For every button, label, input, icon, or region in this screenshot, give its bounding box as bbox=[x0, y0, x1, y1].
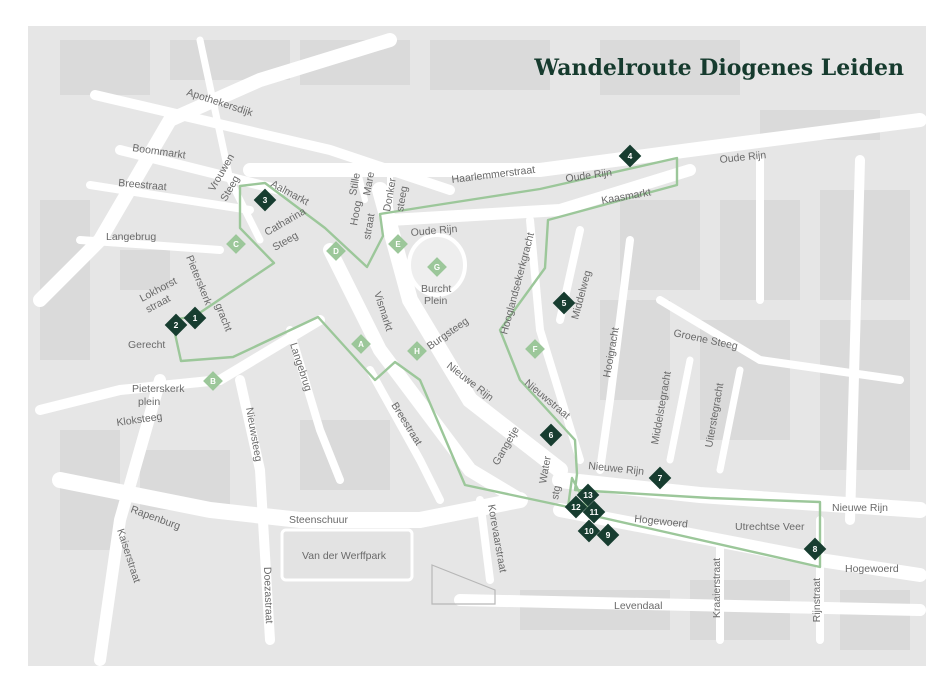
street-label: Oude Rijn bbox=[410, 223, 458, 239]
svg-text:D: D bbox=[333, 247, 339, 256]
street-label: Pieterskerk bbox=[132, 383, 185, 395]
street-label: Levendaal bbox=[614, 600, 662, 612]
street-label: Rijnstraat bbox=[811, 578, 823, 622]
street-label: Hogewoerd bbox=[845, 563, 899, 575]
svg-text:G: G bbox=[434, 263, 440, 272]
svg-text:6: 6 bbox=[549, 430, 554, 440]
street-label: straat bbox=[361, 212, 377, 240]
street-label: Breestraat bbox=[118, 177, 167, 193]
walking-route bbox=[170, 156, 822, 569]
street-label: Hogewoerd bbox=[634, 513, 689, 531]
poi-marker-b[interactable]: B bbox=[203, 371, 223, 391]
street-label: Oude Rijn bbox=[719, 149, 767, 166]
street-label: Doezastraat bbox=[261, 567, 275, 624]
street-label: Burcht bbox=[421, 283, 451, 295]
svg-text:E: E bbox=[395, 240, 401, 249]
svg-text:4: 4 bbox=[628, 151, 633, 161]
poi-marker-g[interactable]: G bbox=[427, 257, 447, 277]
parcel-outline bbox=[431, 564, 496, 605]
svg-text:2: 2 bbox=[174, 320, 179, 330]
svg-text:F: F bbox=[533, 345, 538, 354]
van-der-werffpark-area bbox=[280, 528, 414, 582]
svg-text:7: 7 bbox=[658, 473, 663, 483]
poi-marker-d[interactable]: D bbox=[326, 241, 346, 261]
street-label: Langebrug bbox=[106, 231, 156, 243]
svg-text:12: 12 bbox=[571, 502, 581, 512]
street-label: Stille bbox=[347, 172, 363, 197]
svg-text:A: A bbox=[358, 340, 364, 349]
street-label: Gerecht bbox=[128, 339, 165, 351]
poi-marker-a[interactable]: A bbox=[351, 334, 371, 354]
street-label: Mare bbox=[361, 171, 377, 197]
street-label: Nieuwe Rijn bbox=[588, 460, 645, 478]
svg-text:B: B bbox=[210, 377, 216, 386]
svg-text:8: 8 bbox=[813, 544, 818, 554]
svg-text:10: 10 bbox=[584, 526, 594, 536]
street-label: stg bbox=[549, 484, 563, 500]
svg-text:11: 11 bbox=[590, 507, 599, 517]
svg-text:3: 3 bbox=[263, 195, 268, 205]
street-label: Donker bbox=[381, 177, 399, 213]
street-label: Utrechtse Veer bbox=[735, 521, 805, 533]
street-label: Nieuwe Rijn bbox=[832, 502, 888, 514]
poi-marker-e[interactable]: E bbox=[388, 234, 408, 254]
poi-marker-h[interactable]: H bbox=[407, 341, 427, 361]
svg-text:9: 9 bbox=[606, 530, 611, 540]
map-title: Wandelroute Diogenes Leiden bbox=[533, 55, 904, 81]
street-label: Van der Werffpark bbox=[302, 550, 387, 562]
street-label: Water bbox=[537, 455, 554, 485]
street-label: steeg bbox=[394, 185, 410, 213]
street-label: Kraaierstraat bbox=[711, 558, 723, 618]
street-label: plein bbox=[138, 396, 160, 408]
svg-text:13: 13 bbox=[583, 490, 593, 500]
street-label: Hoog bbox=[348, 200, 364, 227]
svg-text:C: C bbox=[233, 240, 239, 249]
svg-text:H: H bbox=[414, 347, 420, 356]
svg-text:5: 5 bbox=[562, 298, 567, 308]
svg-text:1: 1 bbox=[193, 313, 198, 323]
streets bbox=[33, 33, 928, 666]
street-label: Steenschuur bbox=[289, 514, 348, 526]
street-label: Plein bbox=[424, 295, 448, 307]
